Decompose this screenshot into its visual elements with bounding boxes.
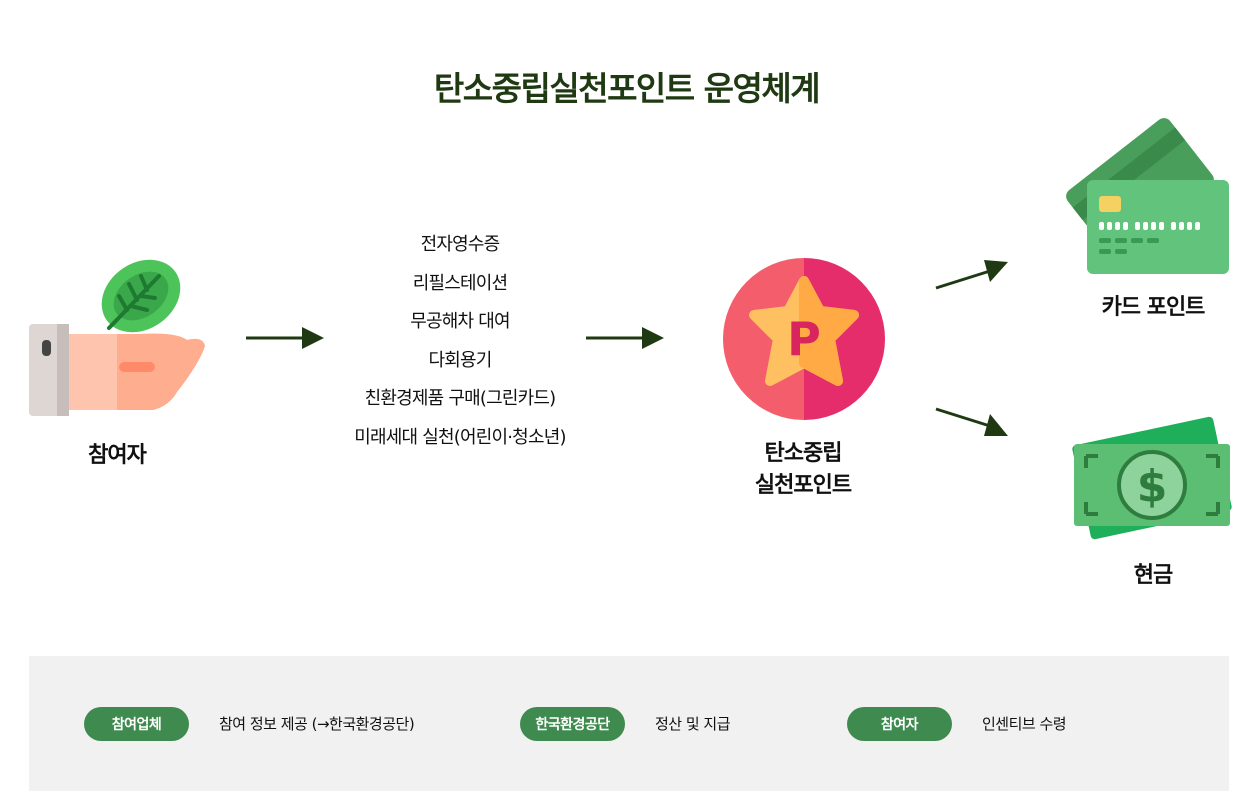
arrow-icon	[935, 260, 1008, 290]
activity-item: 전자영수증	[420, 234, 501, 255]
point-star-badge-icon: P	[723, 258, 885, 420]
activity-item: 미래세대 실천(어린이·청소년)	[354, 426, 566, 448]
role-badge: 한국환경공단	[520, 707, 625, 741]
cash-label: 현금	[1133, 563, 1173, 588]
arrow-icon	[586, 327, 664, 349]
activity-item: 친환경제품 구매(그린카드)	[364, 388, 557, 409]
role-description: 정산 및 지급	[655, 715, 731, 733]
arrow-icon	[246, 327, 324, 349]
activity-item: 무공해차 대여	[410, 311, 510, 332]
svg-text:$: $	[1137, 461, 1168, 512]
points-label-line2: 실천포인트	[754, 473, 852, 498]
hand-leaf-icon	[29, 259, 205, 416]
role-badge: 참여업체	[84, 707, 189, 741]
activity-item: 다회용기	[428, 349, 492, 371]
cash-dollar-icon: $	[1072, 416, 1232, 540]
participant-label: 참여자	[88, 443, 147, 468]
points-label-line1: 탄소중립	[764, 441, 843, 466]
role-description: 인센티브 수령	[982, 715, 1067, 733]
card-point-label: 카드 포인트	[1101, 295, 1206, 320]
activity-item: 리필스테이션	[412, 272, 508, 294]
points-label: 탄소중립 실천포인트	[713, 438, 893, 502]
role-description: 참여 정보 제공 (→한국환경공단)	[219, 715, 415, 733]
arrow-icon	[935, 407, 1008, 436]
point-badge-letter: P	[787, 312, 821, 366]
legend-panel: 참여업체 참여 정보 제공 (→한국환경공단) 한국환경공단 정산 및 지급 참…	[29, 656, 1229, 791]
activity-list: 전자영수증 리필스테이션 무공해차 대여 다회용기 친환경제품 구매(그린카드)…	[300, 226, 620, 457]
role-badge: 참여자	[847, 707, 952, 741]
credit-card-icon	[1066, 118, 1229, 274]
page-title: 탄소중립실천포인트 운영체계	[433, 69, 821, 108]
